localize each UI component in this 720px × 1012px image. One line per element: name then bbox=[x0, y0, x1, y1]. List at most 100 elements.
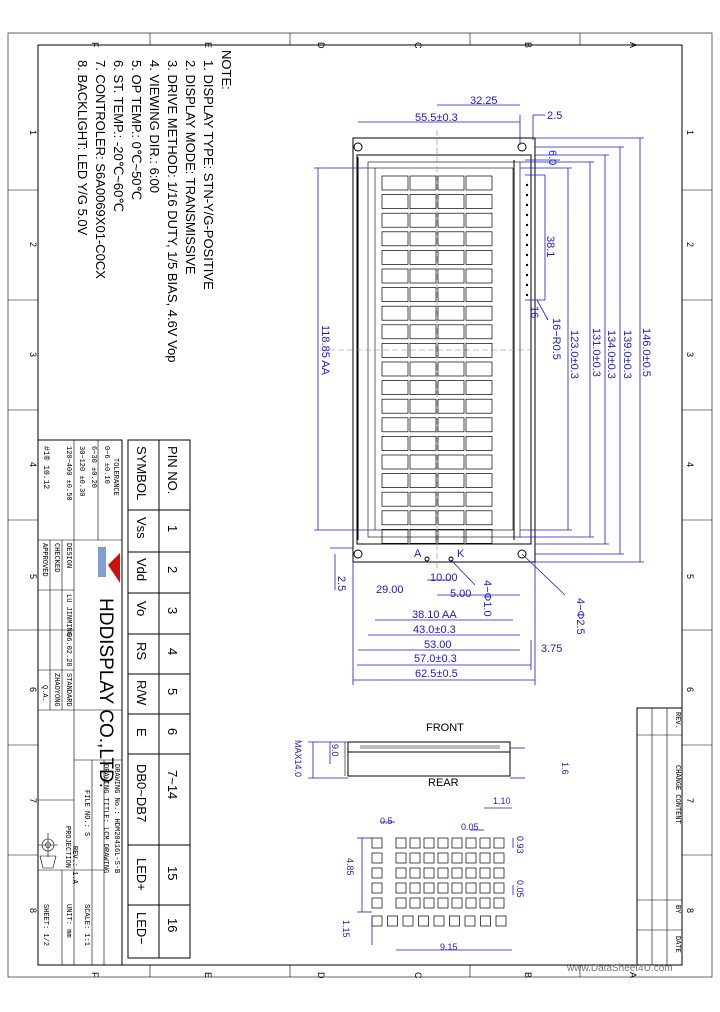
character-cell bbox=[437, 343, 465, 358]
row-number: 7 bbox=[28, 798, 38, 803]
character-cell bbox=[465, 398, 493, 414]
role-design: DESIGN bbox=[64, 543, 72, 568]
dimension-lines bbox=[314, 104, 644, 685]
character-cell bbox=[465, 343, 493, 358]
mounting-hole bbox=[517, 142, 527, 152]
role-approved: APPROVED bbox=[40, 543, 48, 577]
dot-pixel bbox=[493, 837, 505, 849]
dot-pixel bbox=[395, 882, 407, 894]
character-cell bbox=[465, 231, 493, 247]
dot-pixel bbox=[495, 915, 507, 927]
dot-pixel bbox=[451, 867, 463, 879]
character-cell bbox=[409, 454, 437, 470]
projection-symbol bbox=[38, 833, 58, 869]
character-cell bbox=[381, 194, 409, 209]
role-checked: CHECKED bbox=[52, 543, 60, 572]
pin-cell: 4 bbox=[165, 648, 180, 655]
mounting-hole bbox=[517, 549, 527, 559]
dot-pixel bbox=[395, 837, 407, 849]
dot-pixel bbox=[451, 852, 463, 864]
pin-cell: 5 bbox=[165, 688, 180, 695]
change-block bbox=[636, 707, 683, 966]
dim-2-5-left: 2.5 bbox=[335, 576, 347, 591]
dot-pixel bbox=[479, 882, 491, 894]
row-number: 2 bbox=[28, 242, 38, 247]
dot-pixel bbox=[464, 915, 476, 927]
dot-pixel bbox=[465, 837, 477, 849]
checked-signature: ZHAOYONG bbox=[52, 673, 60, 707]
scale: SCALE: 1:1 bbox=[82, 904, 90, 946]
front-label: FRONT bbox=[426, 722, 464, 734]
dot-pixel bbox=[451, 837, 463, 849]
tolerance-row: 30~120 ±0.30 bbox=[77, 446, 85, 496]
character-cell bbox=[381, 343, 409, 358]
character-cell bbox=[409, 529, 437, 544]
dim-134: 134.0±0.3 bbox=[605, 330, 617, 379]
character-cell bbox=[437, 491, 465, 507]
dim-131: 131.0±0.3 bbox=[590, 328, 602, 377]
character-cell bbox=[437, 380, 465, 395]
dot-pixel bbox=[451, 897, 463, 909]
character-cell bbox=[465, 436, 493, 451]
pin-cell: 15 bbox=[165, 866, 180, 880]
dim-62-5: 62.5±0.5 bbox=[415, 668, 458, 680]
notes-title: NOTE: bbox=[219, 50, 234, 90]
col-letter: A bbox=[628, 972, 638, 978]
change-by-col: BY bbox=[673, 905, 681, 914]
notes-block: NOTE: 1. DISPLAY TYPE: STN-Y/G-POSITIVE … bbox=[75, 50, 234, 363]
character-cell bbox=[381, 305, 409, 321]
character-cell bbox=[465, 417, 493, 433]
character-cell bbox=[409, 324, 437, 340]
character-cell bbox=[409, 398, 437, 414]
dot-pixel bbox=[437, 837, 449, 849]
character-cell bbox=[381, 250, 409, 265]
dot-pixel bbox=[493, 852, 505, 864]
company-name: HDDISPLAY CO.,LTD. bbox=[95, 598, 116, 788]
character-cell bbox=[381, 529, 409, 544]
design-name: LU JINMING bbox=[64, 594, 72, 636]
tolerance-row: 0~6 ±0.10 bbox=[102, 446, 110, 484]
dim-5: 5.00 bbox=[450, 588, 471, 600]
character-cell bbox=[465, 250, 493, 265]
dot-pixel bbox=[409, 867, 421, 879]
file-number: FILE NO.: S bbox=[82, 790, 90, 836]
note-item: 6. ST. TEMP.: -20℃~60℃ bbox=[111, 60, 126, 212]
led-cathode-label: K bbox=[457, 548, 465, 560]
change-content-header: CHANGE CONTENT bbox=[673, 765, 681, 824]
standard-label: STANDARD bbox=[64, 673, 72, 707]
unit: UNIT: mm bbox=[64, 904, 72, 938]
character-cell bbox=[437, 305, 465, 321]
dim-55-5: 55.5±0.3 bbox=[415, 112, 458, 124]
symbol-cell: LED+ bbox=[134, 858, 149, 891]
dot-pixel bbox=[479, 852, 491, 864]
pin-cell: 6 bbox=[165, 728, 180, 735]
dim-1-10: 1.10 bbox=[493, 796, 511, 806]
dot-pixel bbox=[480, 915, 491, 927]
design-date: 06.02.28 bbox=[64, 633, 72, 667]
dim-3-75: 3.75 bbox=[541, 643, 562, 655]
dot-pixel bbox=[479, 837, 491, 849]
dot-pixel bbox=[479, 867, 491, 879]
character-cell bbox=[437, 473, 465, 488]
dim-38-1: 38.1 bbox=[544, 236, 556, 257]
char-detail-dims bbox=[357, 807, 514, 951]
symbol-cell: Vdd bbox=[134, 558, 149, 581]
note-item: 1. DISPLAY TYPE: STN-Y/G-POSITIVE bbox=[201, 60, 216, 290]
dot-pixel bbox=[387, 915, 398, 927]
note-item: 8. BACKLIGHT: LED Y/G 5.0V bbox=[75, 60, 90, 236]
row-number: 4 bbox=[685, 462, 695, 467]
character-cell bbox=[437, 529, 465, 544]
row-number: 2 bbox=[685, 242, 695, 247]
col-letter: B bbox=[523, 972, 533, 978]
dot-pixel bbox=[493, 882, 505, 894]
tolerance-row: 6~30 ±0.20 bbox=[89, 446, 97, 488]
dot-pixel bbox=[418, 915, 429, 927]
row-number: 1 bbox=[685, 130, 695, 135]
dim-10: 10.00 bbox=[430, 572, 458, 584]
projection-code: #1® 10.12 bbox=[41, 446, 50, 489]
character-cell bbox=[381, 510, 409, 526]
approved-signature: Q.A. bbox=[40, 685, 48, 702]
dot-pixel bbox=[409, 837, 421, 849]
dim-146: 146.0±0.5 bbox=[640, 328, 652, 377]
